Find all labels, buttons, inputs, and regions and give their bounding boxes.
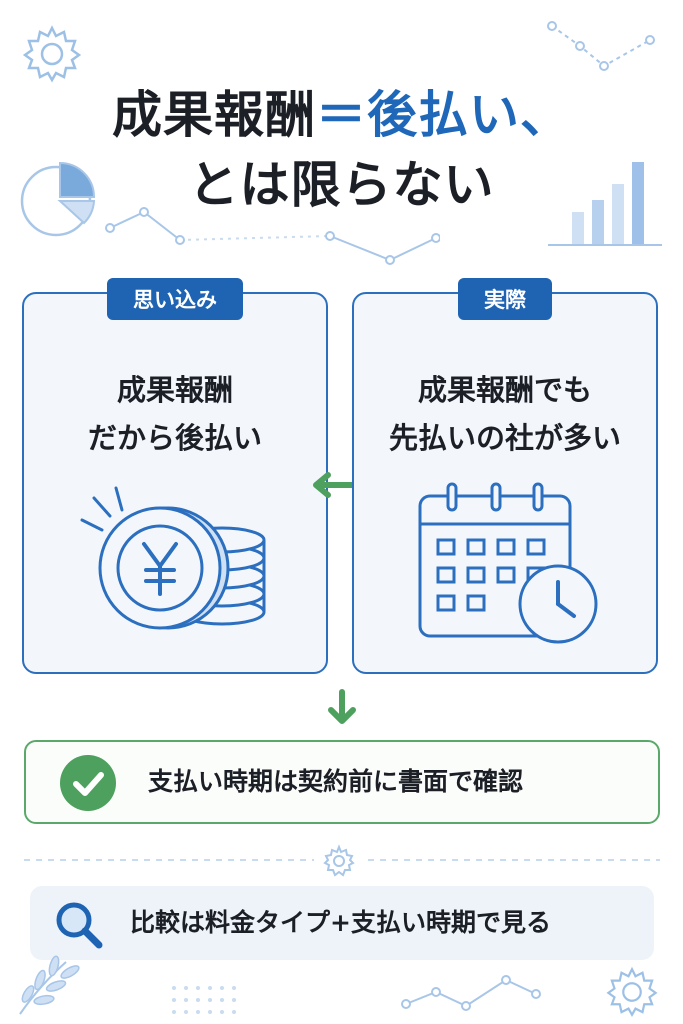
conclusion-text: 支払い時期は契約前に書面で確認 (148, 767, 524, 796)
gear-icon-top-left (22, 25, 82, 83)
right-card-text: 成果報酬でも 先払いの社が多い (354, 366, 656, 462)
compare-text: 比較は料金タイプ+支払い時期で見る (130, 908, 551, 937)
dashed-divider (24, 859, 660, 861)
conclusion-box: 支払い時期は契約前に書面で確認 (24, 740, 660, 824)
right-card-text-line-1: 成果報酬でも (417, 373, 592, 407)
check-icon (60, 755, 116, 811)
bar-chart-deco (548, 162, 662, 246)
title-accent: ＝後払い、 (316, 86, 571, 144)
leaf-deco-icon (19, 955, 80, 1015)
right-card-text-line-2: 先払いの社が多い (388, 421, 621, 455)
line-chart-deco-left (105, 207, 440, 265)
gear-icon-divider (323, 844, 355, 877)
left-card-tag: 思い込み (107, 278, 243, 320)
left-card: 思い込み 成果報酬 だから後払い (22, 278, 328, 674)
calendar-clock-icon (418, 482, 598, 644)
down-arrow-icon (328, 689, 356, 724)
line-chart-deco-top-right (547, 21, 655, 71)
yen-coins-icon (80, 486, 266, 630)
left-card-text-line-2: だから後払い (87, 421, 262, 455)
title-line-2: とは限らない (188, 156, 495, 214)
right-card-tag: 実際 (458, 278, 552, 320)
pie-chart-deco (20, 161, 96, 237)
title-line-1: 成果報酬＝後払い、 (0, 90, 683, 140)
right-card: 実際 成果報酬でも 先払いの社が多い (352, 278, 658, 674)
dot-grid-deco (172, 986, 236, 1014)
left-card-text-line-1: 成果報酬 (116, 373, 233, 407)
gear-icon-bottom-right (606, 966, 658, 1017)
magnifier-icon (56, 902, 103, 949)
title-main: 成果報酬 (112, 86, 316, 144)
line-chart-deco-bottom (401, 975, 541, 1011)
compare-box: 比較は料金タイプ+支払い時期で見る (30, 886, 654, 960)
left-card-text: 成果報酬 だから後払い (24, 366, 326, 462)
